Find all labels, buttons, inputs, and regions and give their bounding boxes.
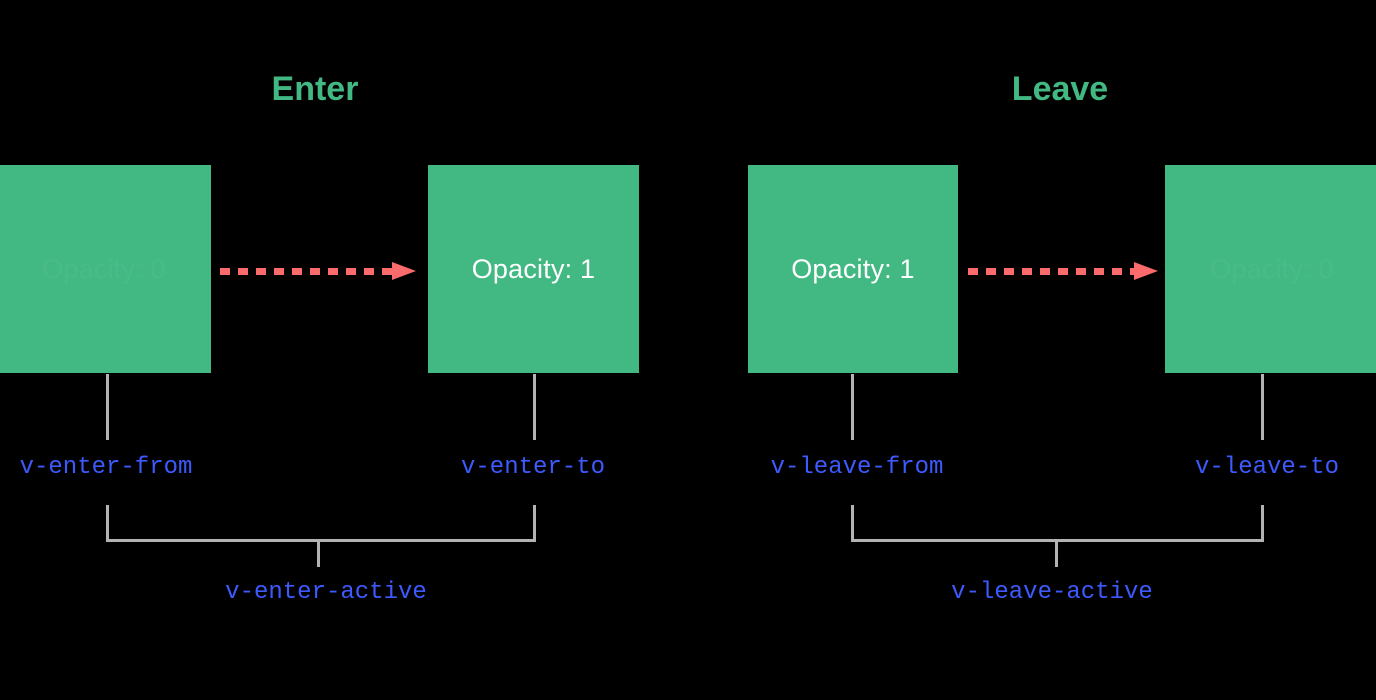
leave-from-class-label: v-leave-from <box>770 454 944 481</box>
leave-active-bracket-stem <box>1055 539 1058 567</box>
enter-from-class-label: v-enter-from <box>19 454 193 481</box>
leave-to-state-box: Opacity: 0 <box>1165 165 1376 373</box>
enter-active-bracket <box>106 505 536 542</box>
leave-from-connector-line <box>851 374 854 440</box>
enter-active-class-label: v-enter-active <box>225 579 427 606</box>
enter-to-class-label: v-enter-to <box>460 454 606 481</box>
leave-active-class-label: v-leave-active <box>951 579 1153 606</box>
leave-active-bracket <box>851 505 1264 542</box>
leave-to-connector-line <box>1261 374 1264 440</box>
enter-arrow-shaft <box>220 268 392 275</box>
leave-arrow-shaft <box>968 268 1134 275</box>
leave-from-state-box: Opacity: 1 <box>748 165 958 373</box>
leave-to-class-label: v-leave-to <box>1194 454 1340 481</box>
leave-arrow-head <box>1134 262 1158 280</box>
enter-to-state-box: Opacity: 1 <box>428 165 639 373</box>
enter-transition-arrow-icon <box>220 262 416 280</box>
leave-section-title: Leave <box>1011 70 1109 108</box>
enter-to-opacity-label: Opacity: 1 <box>471 253 596 284</box>
leave-to-opacity-label: Opacity: 0 <box>1210 255 1334 283</box>
enter-section-title: Enter <box>271 70 359 108</box>
leave-from-opacity-label: Opacity: 1 <box>791 253 915 284</box>
enter-from-connector-line <box>106 374 109 440</box>
enter-from-opacity-label: Opacity: 0 <box>42 255 166 283</box>
enter-to-connector-line <box>533 374 536 440</box>
enter-active-bracket-stem <box>317 539 320 567</box>
leave-transition-arrow-icon <box>968 262 1158 280</box>
enter-from-state-box: Opacity: 0 <box>0 165 211 373</box>
enter-arrow-head <box>392 262 416 280</box>
